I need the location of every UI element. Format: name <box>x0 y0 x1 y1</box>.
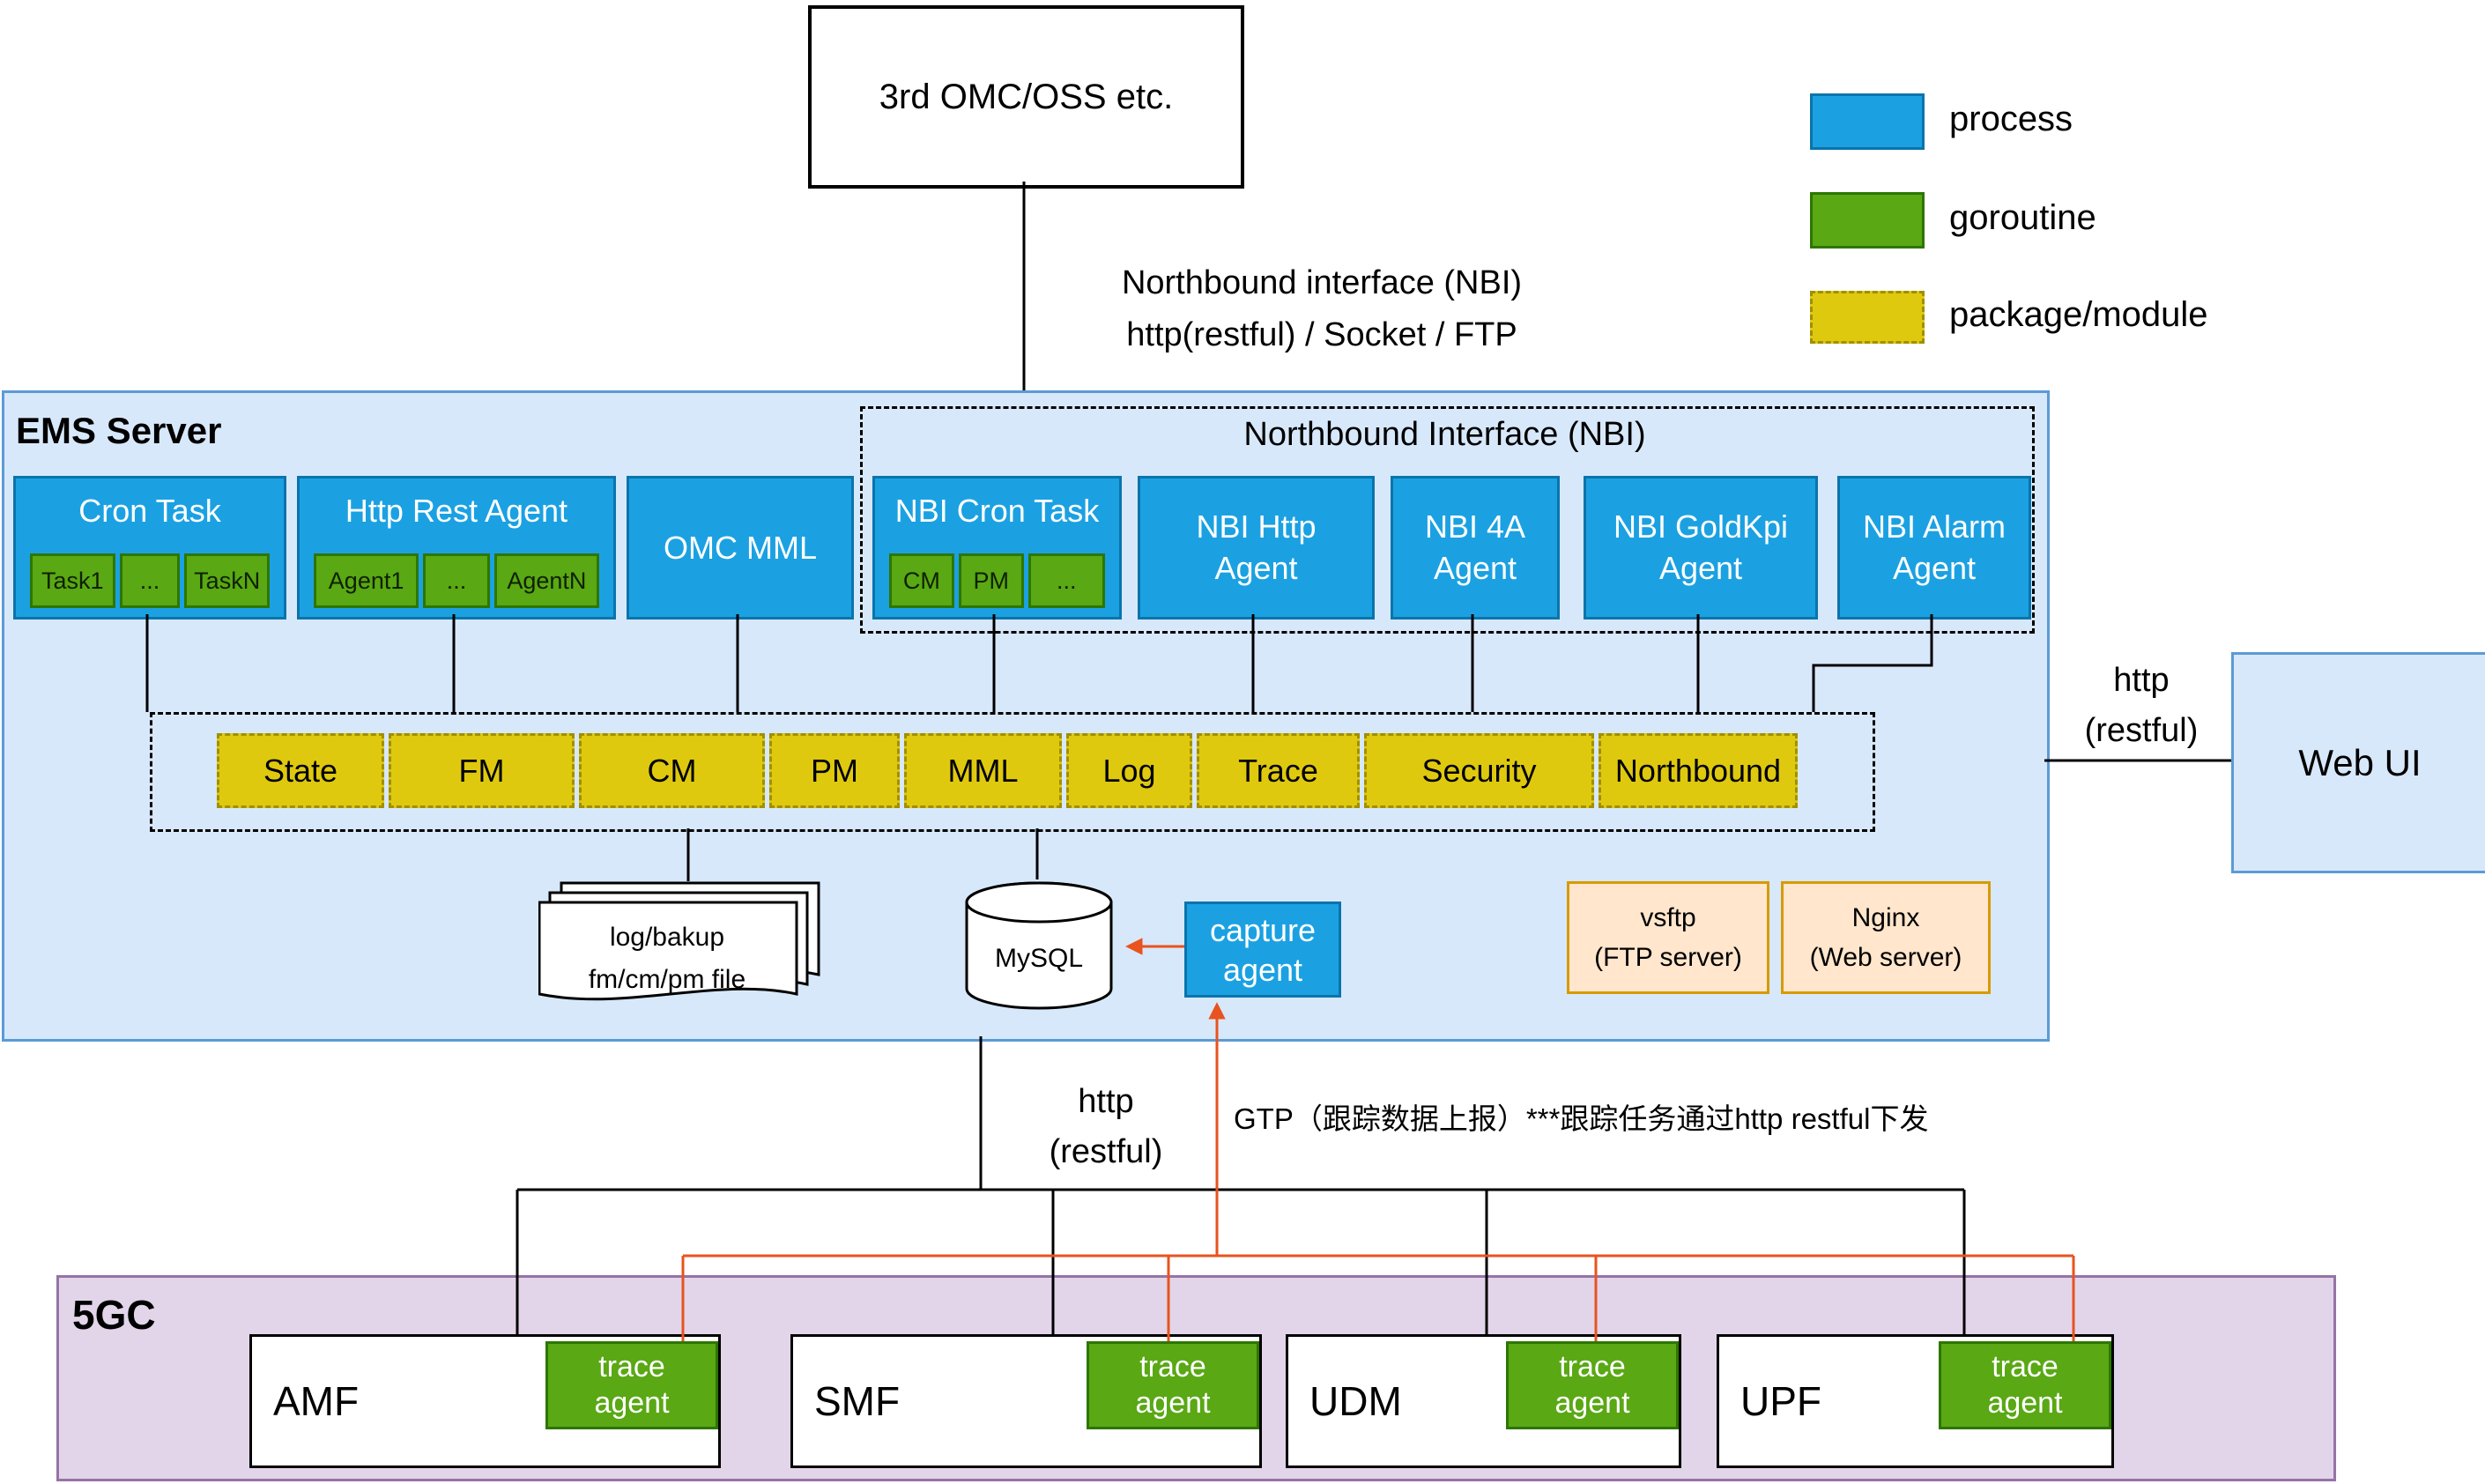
module-state: State <box>217 733 384 808</box>
module-log: Log <box>1066 733 1192 808</box>
omc-mml-label: OMC MML <box>664 529 817 566</box>
nf-udm-box: UDM trace agent <box>1286 1334 1681 1468</box>
cron-task-label: Cron Task <box>78 493 221 529</box>
agent-item: ... <box>423 553 490 608</box>
nf-amf-box: AMF trace agent <box>249 1334 721 1468</box>
nf-upf-label: UPF <box>1740 1378 1821 1424</box>
legend-process-swatch <box>1810 93 1925 150</box>
gtp-label: GTP（跟踪数据上报）***跟踪任务通过http restful下发 <box>1234 1102 1929 1135</box>
nbi-cron-task-box: NBI Cron Task CM PM ... <box>872 476 1122 620</box>
amf-trace-agent-box: trace agent <box>545 1341 718 1429</box>
http-rest-agent-box: Http Rest Agent Agent1 ... AgentN <box>297 476 616 620</box>
nbi-cron-task-label: NBI Cron Task <box>894 493 1100 529</box>
nbi-http-agent-box: NBI Http Agent <box>1138 476 1375 620</box>
core-title: 5GC <box>72 1292 156 1338</box>
mysql-label: MySQL <box>994 944 1084 973</box>
upf-trace-agent-box: trace agent <box>1939 1341 2111 1429</box>
nbi-title: Northbound Interface (NBI) <box>1243 416 1646 453</box>
task-item: TaskN <box>184 553 270 608</box>
legend-package-label: package/module <box>1949 294 2208 334</box>
legend-package-swatch <box>1810 291 1925 344</box>
agent-item: AgentN <box>493 553 599 608</box>
task-item: Task1 <box>30 553 115 608</box>
module-fm: FM <box>389 733 575 808</box>
files-icon <box>538 881 820 1001</box>
legend-process-label: process <box>1949 99 2073 138</box>
legend-goroutine-swatch <box>1810 192 1925 249</box>
files-label: log/bakup fm/cm/pm file <box>588 923 746 994</box>
web-ui-label: Web UI <box>2298 741 2422 783</box>
legend-goroutine-label: goroutine <box>1949 197 2096 237</box>
udm-trace-agent-box: trace agent <box>1506 1341 1679 1429</box>
module-row: State FM CM PM MML Log Trace Security No… <box>217 733 1798 808</box>
nbi-4a-agent-box: NBI 4A Agent <box>1391 476 1560 620</box>
nf-smf-box: SMF trace agent <box>790 1334 1262 1468</box>
agent-item: Agent1 <box>314 553 419 608</box>
cron-task-items: Task1 ... TaskN <box>30 553 270 608</box>
nbi-alarm-agent-box: NBI Alarm Agent <box>1837 476 2031 620</box>
nbi-task-item: CM <box>889 553 954 608</box>
nbi-task-item: ... <box>1027 553 1105 608</box>
module-pm: PM <box>769 733 900 808</box>
nf-upf-box: UPF trace agent <box>1717 1334 2114 1468</box>
cron-task-box: Cron Task Task1 ... TaskN <box>13 476 286 620</box>
smf-trace-agent-box: trace agent <box>1087 1341 1259 1429</box>
module-container <box>150 712 1875 832</box>
nbi-cron-task-items: CM PM ... <box>889 553 1105 608</box>
omc-mml-box: OMC MML <box>627 476 854 620</box>
nf-amf-label: AMF <box>273 1378 360 1424</box>
module-northbound: Northbound <box>1599 733 1798 808</box>
nf-smf-label: SMF <box>814 1378 901 1424</box>
http-rest-agent-label: Http Rest Agent <box>345 493 568 529</box>
database-icon <box>965 881 1113 1010</box>
module-cm: CM <box>579 733 765 808</box>
module-mml: MML <box>904 733 1062 808</box>
module-security: Security <box>1364 733 1594 808</box>
mysql-db: MySQL <box>964 879 1114 1013</box>
http-restful-right-label: http (restful) <box>2084 662 2199 749</box>
nbi-goldkpi-agent-box: NBI GoldKpi Agent <box>1584 476 1818 620</box>
nginx-box: Nginx (Web server) <box>1781 881 1991 994</box>
nf-udm-label: UDM <box>1309 1378 1402 1424</box>
omc-oss-label: 3rd OMC/OSS etc. <box>879 77 1174 116</box>
task-item: ... <box>119 553 181 608</box>
omc-oss-box: 3rd OMC/OSS etc. <box>808 5 1244 189</box>
capture-agent-box: capture agent <box>1184 902 1341 998</box>
files-stack: log/bakup fm/cm/pm file <box>538 881 820 1024</box>
http-restful-bottom-label: http (restful) <box>1049 1083 1163 1170</box>
nbi-container <box>860 406 2035 634</box>
vsftp-box: vsftp (FTP server) <box>1567 881 1769 994</box>
module-trace: Trace <box>1197 733 1360 808</box>
web-ui-box: Web UI <box>2231 652 2485 873</box>
http-rest-agent-items: Agent1 ... AgentN <box>314 553 599 608</box>
nbi-top-label: Northbound interface (NBI) http(restful)… <box>1121 264 1523 353</box>
nbi-task-item: PM <box>958 553 1024 608</box>
ems-title: EMS Server <box>16 410 222 451</box>
